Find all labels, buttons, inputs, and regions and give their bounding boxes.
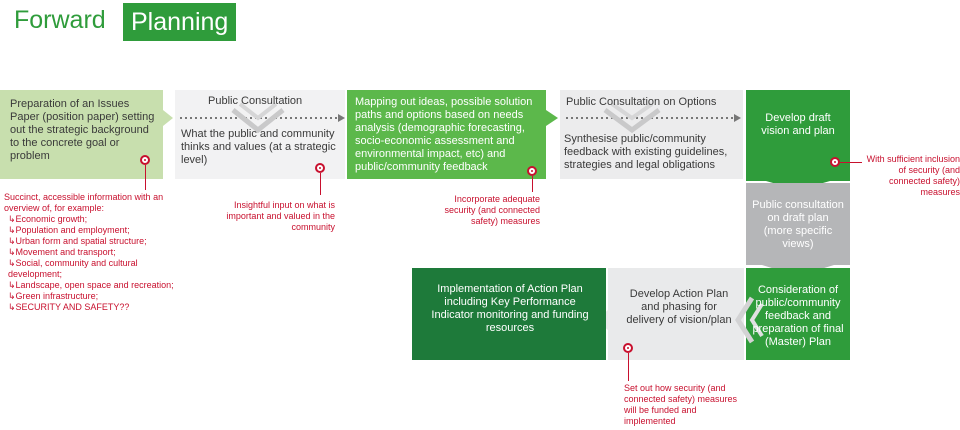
issues-paper-text: Preparation of an Issues Paper (position… — [10, 98, 155, 162]
marker-consultation-icon — [315, 163, 325, 173]
connector-issues — [145, 165, 146, 190]
implementation-shape — [412, 268, 606, 360]
mapping-text: Mapping out ideas, possible solution pat… — [355, 96, 533, 173]
public-consultation-body: What the public and community thinks and… — [181, 128, 336, 166]
arrowhead-2 — [734, 114, 741, 122]
note-succinct-intro: Succinct, accessible information with an… — [4, 192, 164, 213]
list-item: Social, community and cultural developme… — [4, 258, 189, 280]
connector-draft — [840, 162, 862, 163]
final-plan-shape — [746, 268, 850, 360]
list-item: Landscape, open space and recreation; — [4, 280, 189, 291]
issues-paper-shape — [0, 90, 173, 179]
draft-shape — [746, 90, 850, 190]
note-incorporate: Incorporate adequate security (and conne… — [444, 194, 540, 226]
marker-draft-icon — [830, 157, 840, 167]
list-item: Population and employment; — [4, 225, 189, 236]
connector-consultation — [320, 173, 321, 195]
note-succinct: Succinct, accessible information with an… — [4, 192, 189, 313]
consult-draft-text: Public consultation on draft plan (more … — [752, 199, 844, 250]
consult-draft-shape — [746, 183, 850, 276]
action-plan-text: Develop Action Plan and phasing for deli… — [626, 288, 732, 326]
list-item: Urban form and spatial structure; — [4, 236, 189, 247]
options-title: Public Consultation on Options — [566, 96, 717, 108]
implementation-text: Implementation of Action Plan including … — [431, 283, 589, 334]
action-plan-shape — [596, 268, 744, 360]
arrowhead-1 — [338, 114, 345, 122]
chevron-2b — [610, 102, 654, 121]
chevron-3b — [749, 302, 764, 338]
chevron-3a — [735, 296, 755, 344]
note-insightful: Insightful input on what is important an… — [226, 200, 335, 232]
list-item: SECURITY AND SAFETY?? — [4, 302, 189, 313]
note-succinct-list: Economic growth; Population and employme… — [4, 214, 189, 313]
public-consultation-title: Public Consultation — [208, 95, 303, 107]
chevron-1a — [231, 108, 285, 134]
chevron-1b — [238, 102, 278, 121]
final-plan-text: Consideration of public/community feedba… — [752, 284, 844, 348]
options-body: Synthesise public/community feedback wit… — [564, 133, 728, 171]
note-sufficient: With sufficient inclusion of security (a… — [866, 154, 960, 197]
draft-text: Develop draft vision and plan — [761, 112, 835, 137]
chevron-2a — [603, 107, 661, 134]
note-set-out: Set out how security (and connected safe… — [624, 383, 738, 426]
marker-mapping-icon — [527, 166, 537, 176]
title-forward: Forward — [14, 6, 106, 34]
connector-action — [628, 353, 629, 381]
list-item: Movement and transport; — [4, 247, 189, 258]
marker-issues-icon — [140, 155, 150, 165]
marker-action-icon — [623, 343, 633, 353]
connector-mapping — [532, 176, 533, 192]
mapping-shape — [347, 90, 558, 179]
list-item: Economic growth; — [4, 214, 189, 225]
title-planning: Planning — [123, 3, 237, 41]
list-item: Green infrastructure; — [4, 291, 189, 302]
